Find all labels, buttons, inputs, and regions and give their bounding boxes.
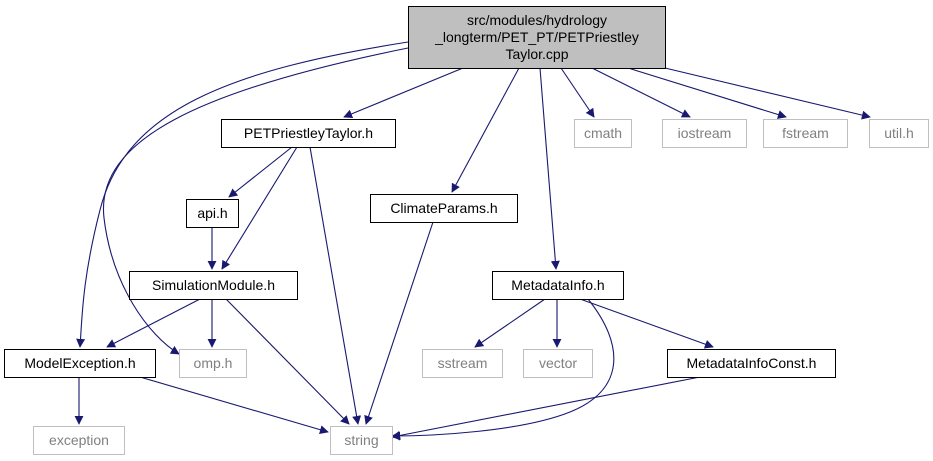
node-box xyxy=(662,119,747,148)
node-cmath: cmath xyxy=(574,119,632,148)
edges xyxy=(74,41,871,441)
node-label: vector xyxy=(539,355,577,371)
node-label: util.h xyxy=(884,125,914,141)
node-box xyxy=(492,271,624,300)
edge-pet-h-to-api-h xyxy=(228,146,293,198)
node-climate-h[interactable]: ClimateParams.h xyxy=(370,194,518,223)
node-box xyxy=(370,194,518,223)
node-box xyxy=(221,119,396,148)
node-box xyxy=(179,349,247,378)
node-label: PETPriestleyTaylor.h xyxy=(244,125,373,141)
node-label: SimulationModule.h xyxy=(152,277,275,293)
nodes: src/modules/hydrology_longterm/PET_PT/PE… xyxy=(4,6,929,455)
node-label: ModelException.h xyxy=(24,355,135,371)
edge-root-to-iostream xyxy=(591,67,691,118)
node-fstream: fstream xyxy=(763,119,848,148)
node-box xyxy=(408,6,666,69)
node-box xyxy=(763,119,848,148)
node-metaconst-h[interactable]: MetadataInfoConst.h xyxy=(667,349,836,378)
edge-root-to-modelex-h xyxy=(76,41,409,348)
node-label: cmath xyxy=(584,125,622,141)
edge-root-to-metadata-h xyxy=(539,67,560,270)
edge-metadata-h-to-string xyxy=(391,298,615,441)
node-box xyxy=(667,349,836,378)
node-box xyxy=(523,349,593,378)
node-label: MetadataInfoConst.h xyxy=(687,355,817,371)
node-box xyxy=(869,119,929,148)
node-label: exception xyxy=(49,432,109,448)
node-label: fstream xyxy=(782,125,829,141)
node-box xyxy=(422,349,503,378)
node-label: sstream xyxy=(438,355,488,371)
node-simmod-h[interactable]: SimulationModule.h xyxy=(129,271,298,300)
edge-root-to-util-h xyxy=(664,67,871,120)
node-box xyxy=(33,426,125,455)
node-util-h: util.h xyxy=(869,119,929,148)
edge-pet-h-to-simmod-h xyxy=(221,146,298,270)
node-box xyxy=(186,199,239,228)
edge-modelex-h-to-string xyxy=(139,376,329,435)
edge-pet-h-to-string xyxy=(309,146,362,425)
node-label: ClimateParams.h xyxy=(390,200,497,216)
node-pet-h[interactable]: PETPriestleyTaylor.h xyxy=(221,119,396,148)
node-label: src/modules/hydrology xyxy=(467,12,607,28)
node-box xyxy=(4,349,156,378)
node-api-h[interactable]: api.h xyxy=(186,199,239,228)
node-sstream: sstream xyxy=(422,349,503,378)
edge-root-to-climate-h xyxy=(451,67,520,193)
node-label: MetadataInfo.h xyxy=(511,277,604,293)
node-label: iostream xyxy=(678,125,732,141)
node-label: api.h xyxy=(197,205,227,221)
edge-root-to-cmath xyxy=(560,67,595,118)
edge-metaconst-h-to-string xyxy=(391,376,701,440)
edge-climate-h-to-string xyxy=(364,221,434,425)
node-exception: exception xyxy=(33,426,125,455)
edge-simmod-h-to-string xyxy=(225,298,350,425)
node-box xyxy=(330,426,393,455)
edge-simmod-h-to-modelex-h xyxy=(106,298,201,348)
node-metadata-h[interactable]: MetadataInfo.h xyxy=(492,271,624,300)
node-root[interactable]: src/modules/hydrology_longterm/PET_PT/PE… xyxy=(408,6,666,69)
node-modelex-h[interactable]: ModelException.h xyxy=(4,349,156,378)
node-label: _longterm/PET_PT/PETPriestley xyxy=(434,29,639,45)
node-iostream: iostream xyxy=(662,119,747,148)
edge-metadata-h-to-metaconst-h xyxy=(579,298,714,349)
edge-root-to-pet-h xyxy=(343,67,464,119)
edge-root-to-omp-h xyxy=(102,47,409,355)
node-box xyxy=(574,119,632,148)
node-string: string xyxy=(330,426,393,455)
node-label: Taylor.cpp xyxy=(505,46,568,62)
node-label: omp.h xyxy=(194,355,233,371)
node-label: string xyxy=(344,432,378,448)
edge-metadata-h-to-sstream xyxy=(474,298,546,348)
edge-root-to-fstream xyxy=(627,67,787,119)
node-vector: vector xyxy=(523,349,593,378)
node-omp-h: omp.h xyxy=(179,349,247,378)
node-box xyxy=(129,271,298,300)
